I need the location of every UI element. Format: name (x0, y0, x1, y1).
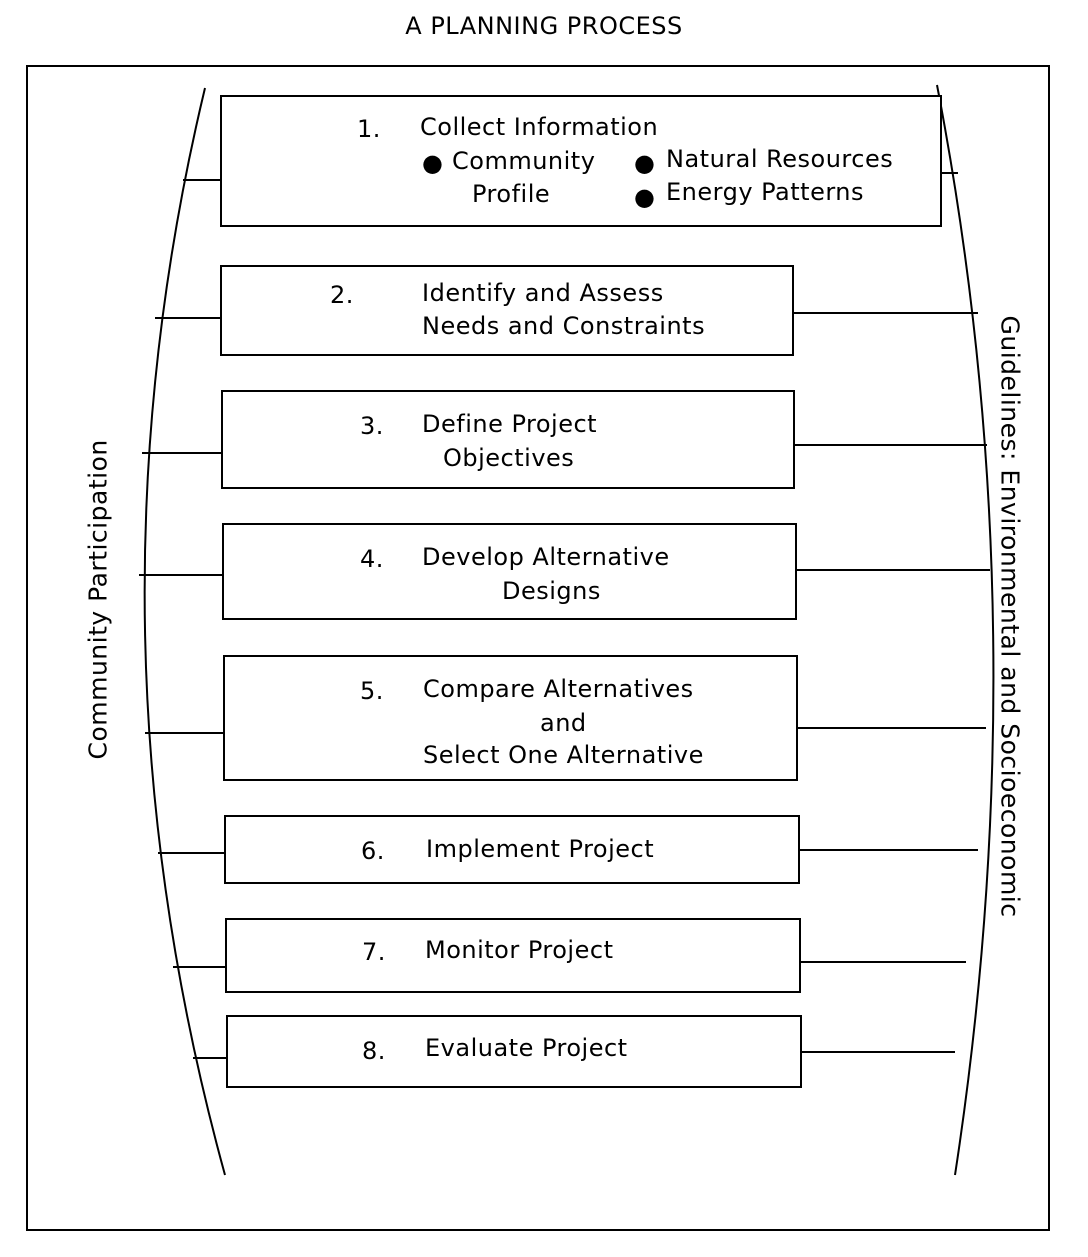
step-number: 6. (361, 837, 385, 865)
step-number: 1. (357, 115, 381, 143)
step-text: Identify and Assess (422, 279, 664, 307)
step-text: Select One Alternative (423, 741, 704, 769)
step-text: Objectives (443, 444, 575, 472)
step-7-box: 7. Monitor Project (225, 918, 801, 993)
step-text: Needs and Constraints (422, 312, 706, 340)
community-participation-label: Community Participation (83, 439, 113, 760)
bullet-icon: ● (634, 183, 656, 211)
guidelines-label: Guidelines: Environmental and Socioecono… (995, 315, 1025, 918)
diagram-title: A PLANNING PROCESS (405, 12, 683, 40)
step-number: 3. (360, 412, 384, 440)
bullet-text: Natural Resources (666, 145, 894, 173)
step-3-box: 3. Define Project Objectives (221, 390, 795, 489)
step-text: Implement Project (426, 835, 655, 863)
bullet-icon: ● (422, 149, 444, 177)
step-number: 8. (362, 1037, 386, 1065)
step-number: 4. (360, 545, 384, 573)
step-1-box: 1. Collect Information ● Community Profi… (220, 95, 942, 227)
outer-frame (26, 65, 1050, 1231)
step-text: Define Project (422, 410, 598, 438)
step-text: and (540, 709, 587, 737)
bullet-text: Community (452, 147, 596, 175)
step-text: Collect Information (420, 113, 659, 141)
left-arc (143, 87, 226, 1176)
step-2-box: 2. Identify and Assess Needs and Constra… (220, 265, 794, 356)
step-6-box: 6. Implement Project (224, 815, 800, 884)
bullet-icon: ● (634, 149, 656, 177)
bullet-text: Profile (472, 180, 551, 208)
right-arc (936, 84, 995, 1176)
step-number: 2. (330, 281, 354, 309)
step-text: Compare Alternatives (423, 675, 694, 703)
connectors (139, 172, 990, 1059)
step-number: 7. (362, 938, 386, 966)
bullet-text: Energy Patterns (666, 178, 864, 206)
step-8-box: 8. Evaluate Project (226, 1015, 802, 1088)
step-text: Develop Alternative (422, 543, 670, 571)
step-5-box: 5. Compare Alternatives and Select One A… (223, 655, 798, 781)
step-text: Monitor Project (425, 936, 614, 964)
step-text: Evaluate Project (425, 1034, 628, 1062)
step-number: 5. (360, 677, 384, 705)
step-4-box: 4. Develop Alternative Designs (222, 523, 797, 620)
step-text: Designs (502, 577, 601, 605)
